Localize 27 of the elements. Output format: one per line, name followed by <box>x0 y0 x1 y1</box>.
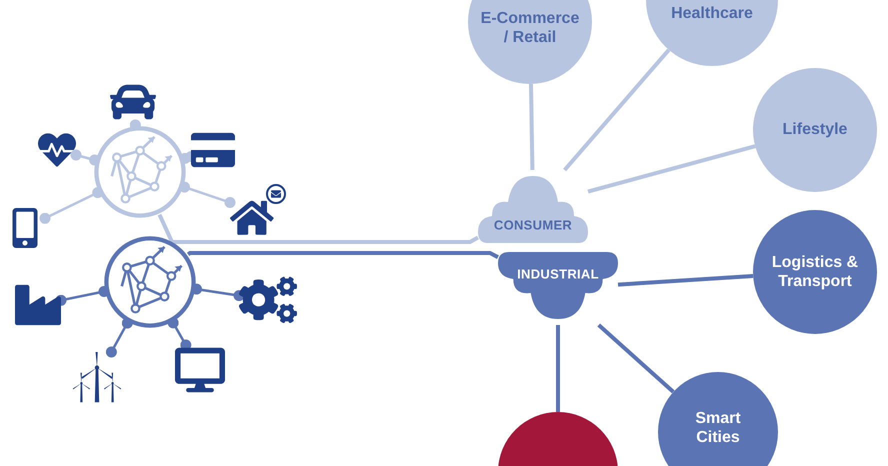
dotted-connector <box>56 286 110 306</box>
dotted-connector <box>168 317 192 350</box>
circle-label: Logistics & Transport <box>770 252 860 292</box>
connector-line <box>563 48 670 172</box>
connector-line <box>158 214 479 244</box>
connector-line <box>187 251 499 259</box>
connector-line <box>556 325 560 412</box>
circle-label: E-Commerce / Retail <box>480 8 580 48</box>
connector-line <box>597 324 675 394</box>
cloud-label: INDUSTRIAL <box>517 266 599 282</box>
circle-label: Lifestyle <box>782 120 848 140</box>
dotted-connector <box>179 182 236 208</box>
cloud-label: CONSUMER <box>494 217 572 232</box>
dotted-connector <box>40 187 104 224</box>
circle-label: Smart Cities <box>694 408 742 448</box>
connector-line <box>618 274 754 287</box>
connector-line <box>529 84 534 170</box>
heartbeat-icon <box>38 131 76 169</box>
connector-line <box>587 144 756 194</box>
dotted-connector <box>191 284 244 302</box>
circle-label: Healthcare <box>671 4 753 24</box>
wind-turbine-icon <box>71 352 123 404</box>
dotted-connector <box>70 150 100 166</box>
factory-icon <box>15 282 61 328</box>
monitor-icon <box>175 345 225 395</box>
dotted-connector <box>180 151 196 164</box>
dotted-connector <box>106 318 133 358</box>
